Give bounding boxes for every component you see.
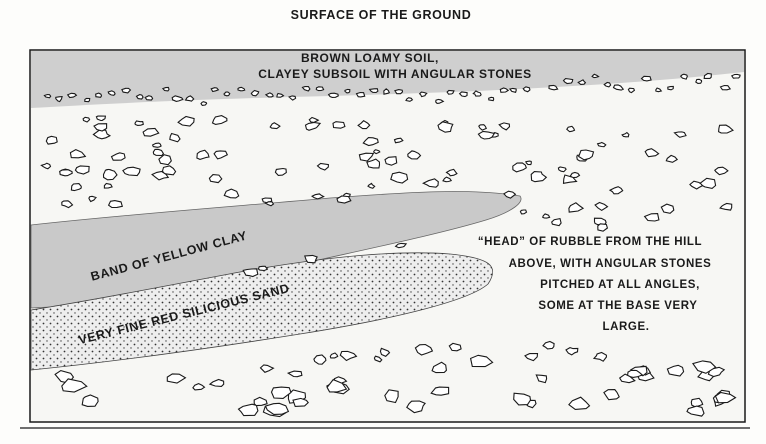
stone [75, 166, 89, 174]
stone [104, 184, 112, 189]
stone [357, 93, 365, 97]
stone [209, 175, 221, 183]
soil-label-line2: CLAYEY SUBSOIL WITH ANGULAR STONES [258, 67, 532, 81]
stone [406, 98, 412, 102]
head-label-line5: LARGE. [602, 321, 649, 333]
surface-label: SURFACE OF THE GROUND [291, 8, 472, 22]
soil-label-line1: BROWN LOAMY SOIL, [301, 51, 439, 65]
stone [109, 201, 123, 208]
head-label-line4: SOME AT THE BASE VERY [538, 300, 697, 312]
stone [153, 143, 162, 147]
stone [489, 97, 494, 100]
stone [520, 210, 526, 214]
stone [96, 116, 105, 121]
stone [449, 343, 461, 350]
stone [71, 184, 81, 191]
stone [337, 196, 351, 203]
stone [163, 87, 169, 91]
stone [329, 93, 339, 97]
stone [316, 87, 323, 91]
stone [153, 149, 163, 155]
stone [82, 395, 98, 406]
stone [526, 161, 531, 164]
stone [44, 95, 50, 98]
stone [385, 157, 397, 166]
stone [564, 79, 573, 84]
stone [243, 269, 258, 277]
stone [135, 121, 143, 125]
stone [721, 86, 731, 90]
stone [696, 79, 702, 83]
stone [85, 98, 90, 101]
stone [447, 91, 454, 95]
stone [122, 88, 130, 93]
stone [333, 122, 345, 129]
stone [661, 204, 674, 213]
stone [201, 102, 207, 106]
head-label-line3: PITCHED AT ALL ANGLES, [540, 279, 700, 291]
head-label-line1: “HEAD” OF RUBBLE FROM THE HILL [478, 236, 702, 248]
stone [567, 126, 575, 131]
stone [732, 74, 740, 78]
stone [642, 76, 652, 81]
stone [46, 136, 57, 144]
stone [345, 89, 350, 93]
stone [137, 95, 144, 99]
stone [123, 167, 140, 175]
stone [145, 96, 152, 100]
stone [224, 92, 230, 96]
stone [395, 90, 403, 94]
stone [83, 117, 90, 122]
stone [668, 87, 674, 90]
stone [96, 93, 102, 97]
head-label-line2: ABOVE, WITH ANGULAR STONES [509, 258, 712, 270]
stone [259, 266, 268, 270]
